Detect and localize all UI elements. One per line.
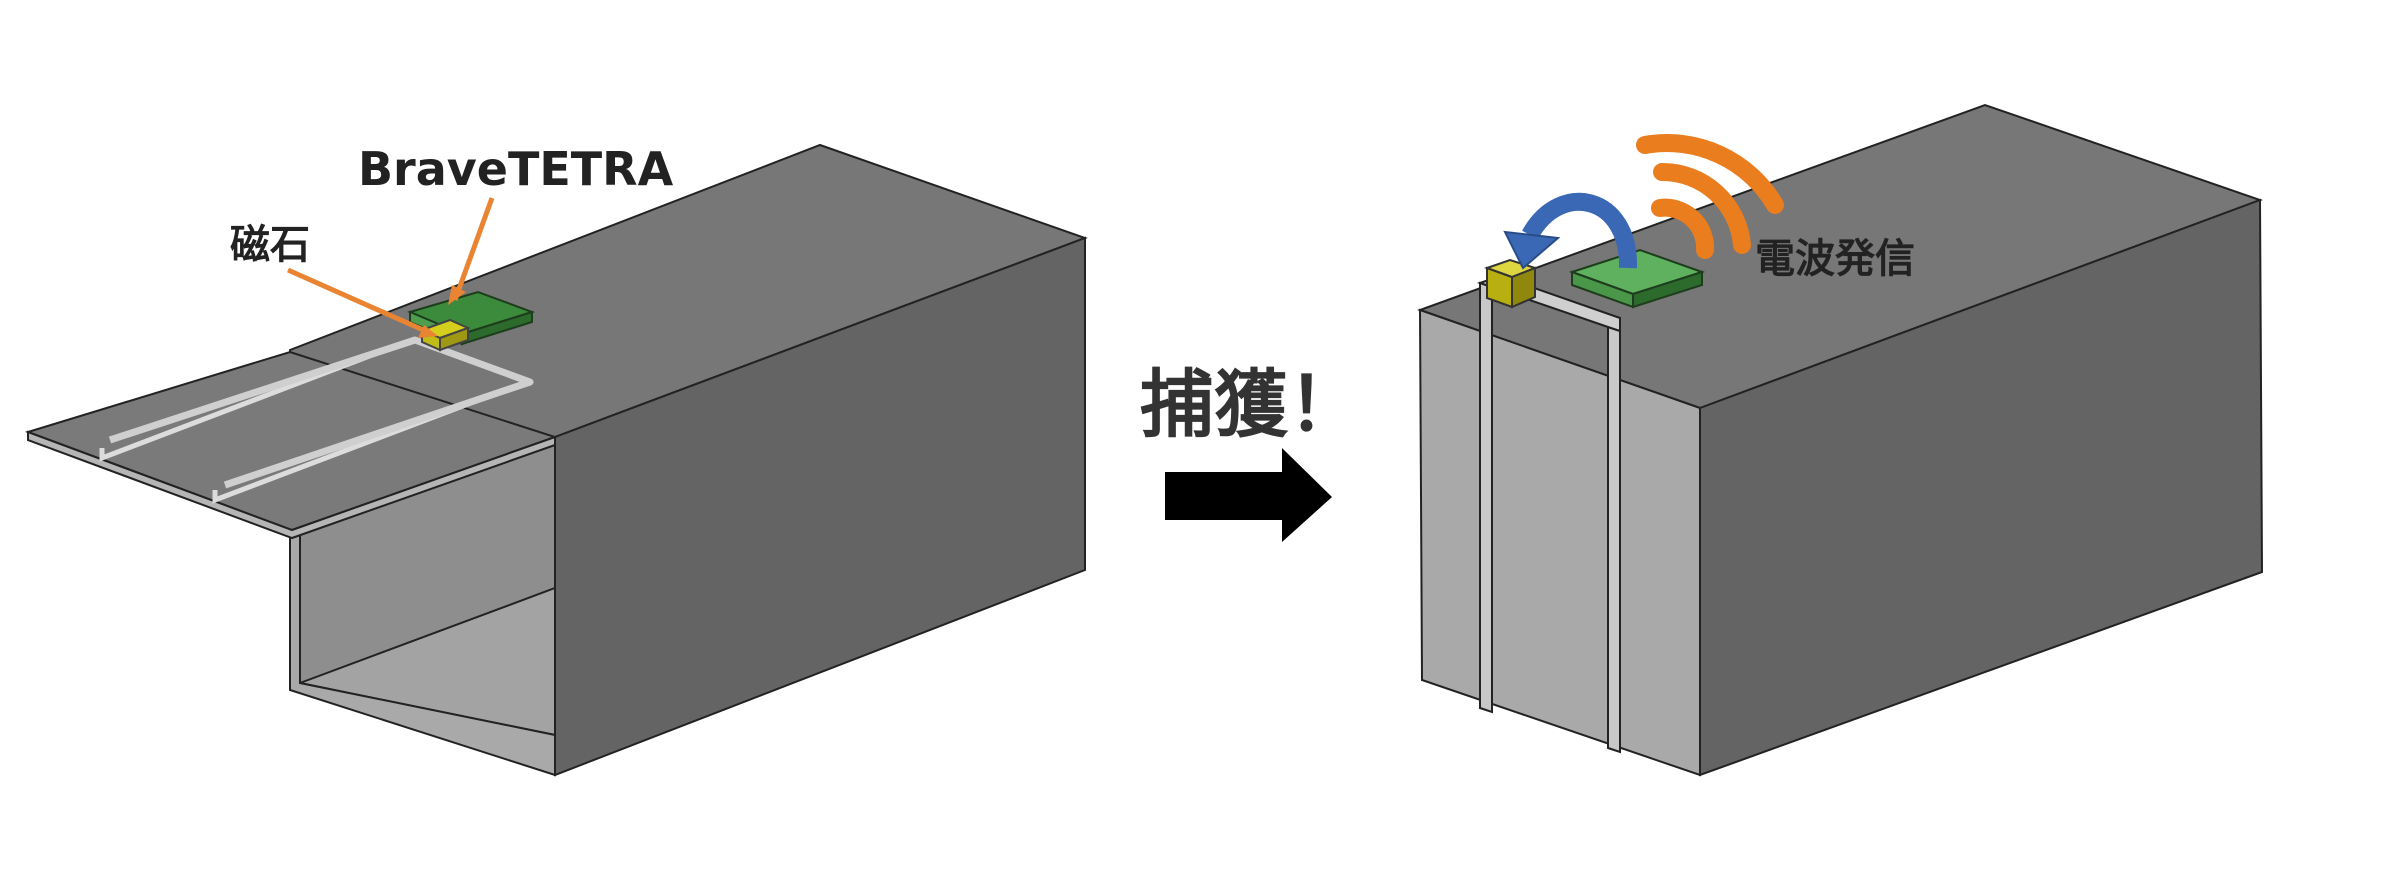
open-trap-door-edge (27, 430, 556, 540)
closed-wire-rod-right (1607, 325, 1621, 754)
radio-wave-small (1651, 198, 1715, 259)
device-leader-tip (448, 285, 466, 305)
radio-wave-medium (1653, 162, 1751, 254)
right-arrow (1165, 448, 1332, 542)
open-trap-side (554, 236, 1086, 777)
device-front-right (1571, 270, 1634, 309)
closed-trap: 電波発信 (1417, 103, 2264, 777)
trigger-wire (108, 336, 534, 489)
device-label: BraveTETRA (358, 142, 674, 196)
capture-transition: 捕獲！ (1139, 361, 1363, 542)
magnet-leader (286, 267, 432, 336)
magnet-right-side (1511, 266, 1536, 309)
magnet-release-arrowhead (1503, 230, 1561, 270)
transmit-label: 電波発信 (1755, 236, 1915, 282)
magnet-release-curve (1522, 192, 1638, 269)
magnet-leader-tip (418, 325, 438, 338)
device-leader (452, 197, 495, 301)
door-groove-1 (99, 349, 381, 462)
magnet-label: 磁石 (230, 222, 310, 268)
captured-label: 捕獲！ (1140, 362, 1362, 448)
radio-wave-large (1636, 134, 1784, 214)
closed-wire-rod-left (1479, 281, 1493, 714)
open-trap: BraveTETRA 磁石 (24, 142, 1088, 777)
